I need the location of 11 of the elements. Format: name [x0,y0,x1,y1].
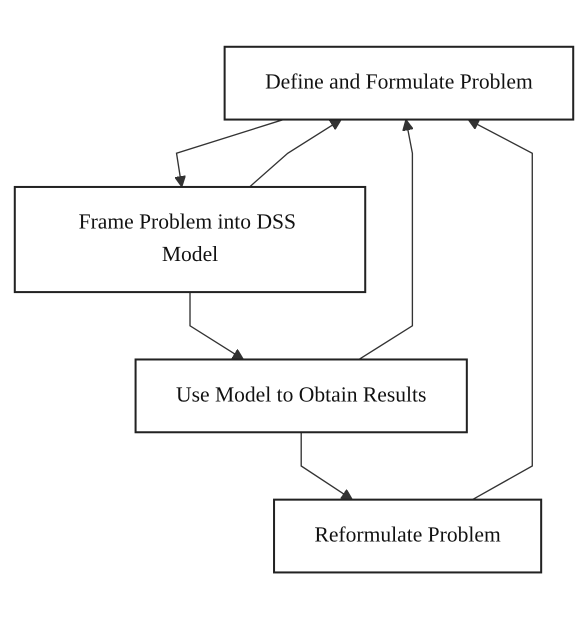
arrow [189,292,244,360]
node-box [134,358,468,434]
arrow [468,118,533,500]
node-box [14,186,366,293]
arrow [358,118,414,360]
node-box [224,46,574,120]
arrow [300,432,353,500]
arrow [249,118,342,188]
node-box [273,498,542,574]
arrow [174,118,284,188]
flowchart: Define and Formulate Problem Frame Problem into DSS Model Use Model to Obtain Results Reformulate Problem [4,36,584,584]
